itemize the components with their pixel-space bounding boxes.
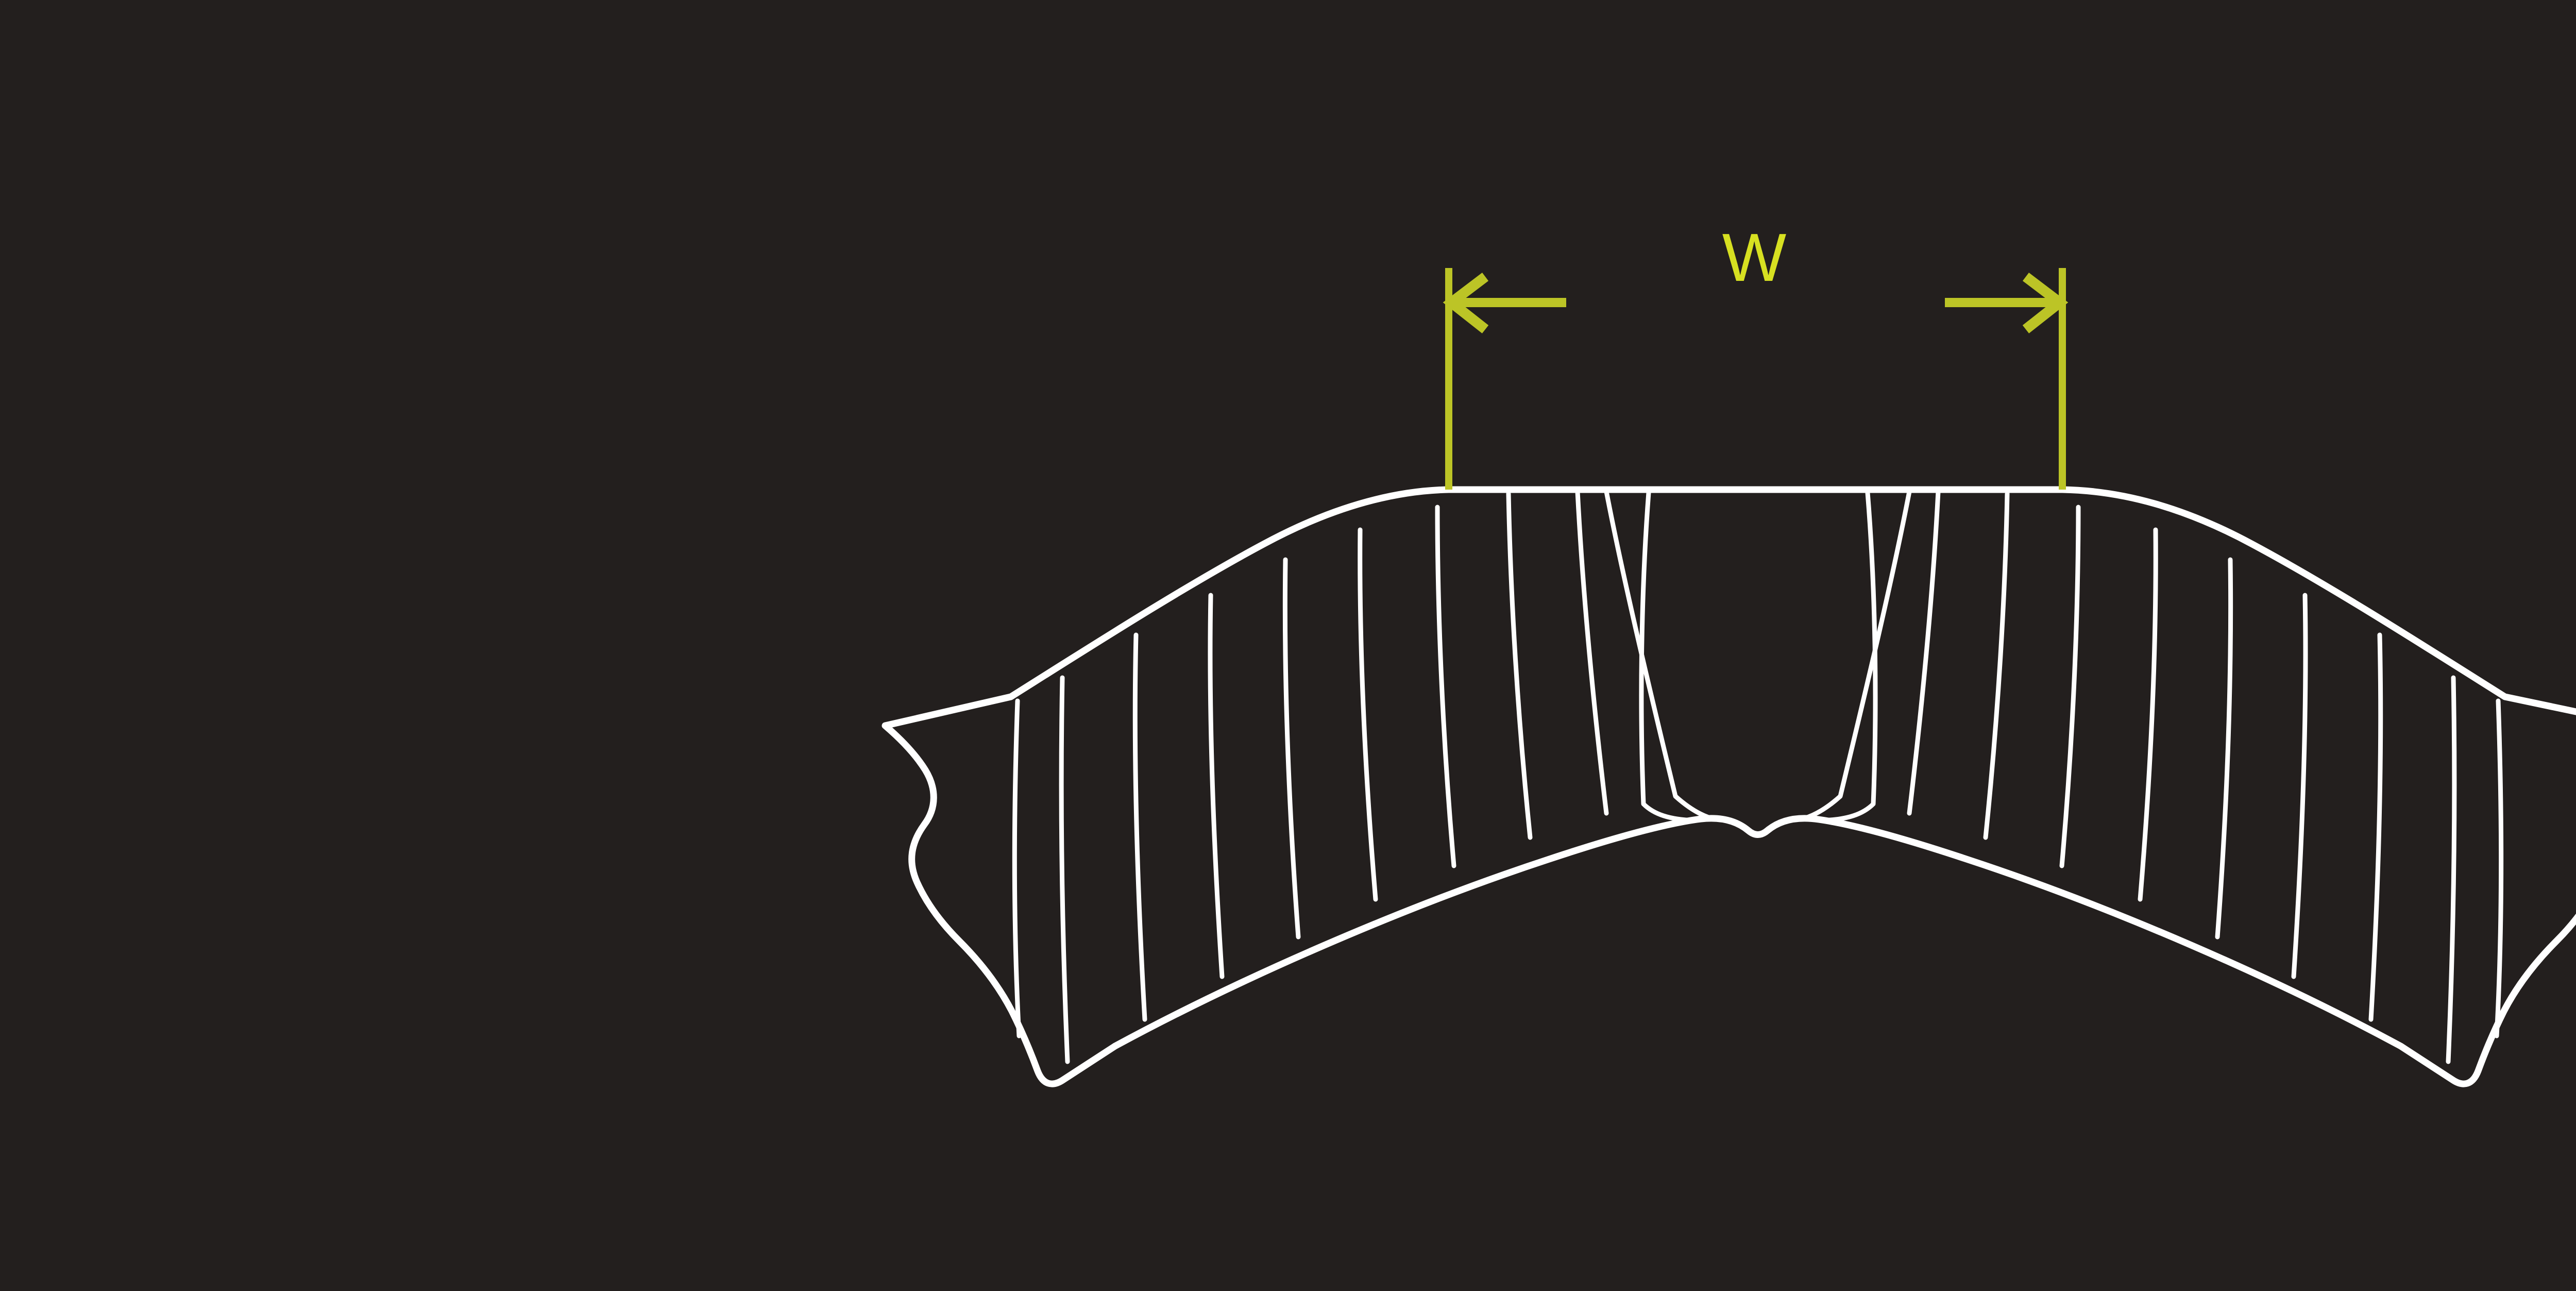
vane-line [1358,527,1378,902]
vane-line [2215,557,2233,940]
dimension-arrow-head-left [1443,273,1489,333]
vane-line [1012,698,1022,1038]
vane-line-wedge-right-outer [1798,489,1912,822]
vane-line [2138,527,2158,902]
vane-line [1907,489,1941,816]
vane-line [1282,557,1301,940]
vane-line [1983,491,2010,840]
feather-outline-group [882,486,2576,1087]
vane-line [1506,491,1533,840]
vane-line-wedge-left-inner [1639,490,1697,823]
width-dimension-group: W [1443,220,2069,490]
vane-line [1435,505,1456,868]
vane-line [1059,675,1070,1064]
vane-line [2494,698,2504,1038]
vane-line [1208,593,1225,979]
width-dimension-label: W [1722,220,1787,295]
vane-line [2446,675,2457,1064]
feather-vane-lines-group [1012,489,2504,1064]
feather-outline-path [882,486,2576,1087]
vane-line [1575,489,1609,816]
dimension-arrow-head-right [2022,273,2069,333]
vane-line [2059,505,2081,868]
vane-line-wedge-left-outer [1604,489,1718,822]
vane-line [2368,632,2383,1022]
vane-line [1132,632,1147,1022]
vane-line-wedge-right-inner [1820,490,1878,823]
vane-line [2291,593,2308,979]
